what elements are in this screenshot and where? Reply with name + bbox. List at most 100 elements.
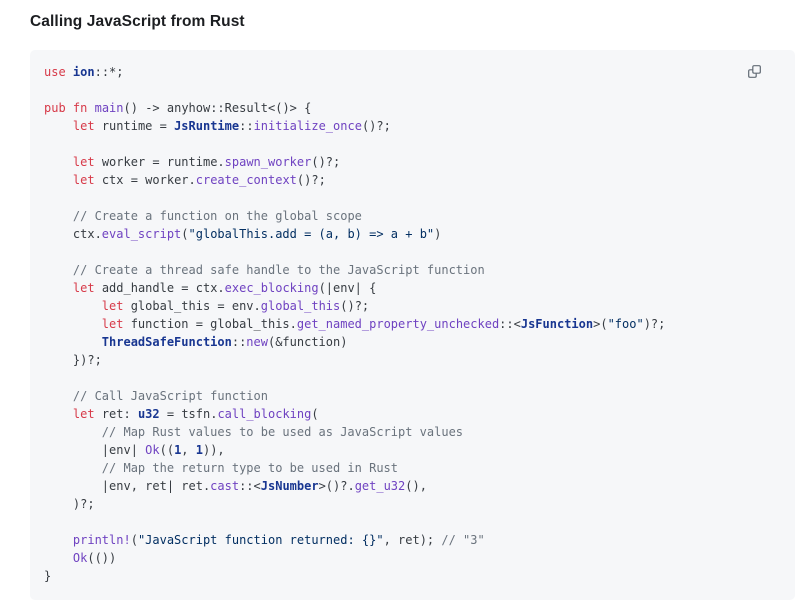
code-token-kw: let: [101, 299, 124, 313]
code-token-fn: Ok: [145, 443, 160, 457]
code-token-pl: )?;: [44, 497, 95, 511]
code-token-pl: [44, 119, 73, 133]
code-token-pl: ()?;: [340, 299, 370, 313]
code-token-pl: [44, 389, 73, 403]
code-token-pl: ::<: [499, 317, 521, 331]
code-token-pl: [44, 263, 73, 277]
code-token-pl: [44, 425, 102, 439]
code-token-ty: u32: [137, 407, 160, 421]
code-token-pl: , ret);: [383, 533, 442, 547]
code-token-kw: let: [72, 407, 95, 421]
code-token-fn: create_context: [195, 173, 297, 187]
code-token-pl: ctx = worker.: [94, 173, 196, 187]
code-token-pl: [44, 533, 73, 547]
code-token-pl: [44, 335, 102, 349]
code-line: [44, 81, 779, 99]
code-token-str: "foo": [607, 317, 644, 331]
code-token-pl: (()): [87, 551, 117, 565]
code-line: pub fn main() -> anyhow::Result<()> {: [44, 99, 779, 117]
code-token-pl: [44, 551, 73, 565]
code-token-pl: ): [434, 227, 442, 241]
copy-code-button[interactable]: [743, 60, 765, 82]
code-token-pl: [87, 101, 94, 115]
code-token-pl: |env|: [44, 443, 146, 457]
code-token-fn: exec_blocking: [224, 281, 319, 295]
code-token-fn: spawn_worker: [224, 155, 312, 169]
code-line: // Map Rust values to be used as JavaScr…: [44, 423, 779, 441]
code-line: |env, ret| ret.cast::<JsNumber>()?.get_u…: [44, 477, 779, 495]
code-token-str: "globalThis.add = (a, b) => a + b": [188, 227, 435, 241]
code-line: // Map the return type to be used in Rus…: [44, 459, 779, 477]
code-token-kw: let: [72, 173, 95, 187]
code-token-pl: (&function): [267, 335, 348, 349]
code-token-pl: [66, 101, 73, 115]
code-token-num: 1: [195, 443, 203, 457]
code-token-pl: [44, 281, 73, 295]
code-token-fn: main: [94, 101, 124, 115]
code-token-kw: use: [44, 65, 66, 79]
code-block: use ion::*; pub fn main() -> anyhow::Res…: [30, 50, 795, 600]
code-line: [44, 369, 779, 387]
code-line: })?;: [44, 351, 779, 369]
page-title: Calling JavaScript from Rust: [30, 13, 245, 30]
code-token-pl: ret:: [94, 407, 138, 421]
code-token-pl: ()?;: [361, 119, 391, 133]
code-token-cm: // Map Rust values to be used as JavaScr…: [101, 425, 464, 439]
code-token-pl: ::<: [239, 479, 261, 493]
code-token-pl: () -> anyhow::Result<()> {: [123, 101, 312, 115]
code-token-pl: ::*;: [94, 65, 124, 79]
code-token-pl: [44, 155, 73, 169]
code-token-pl: (: [311, 407, 319, 421]
code-token-kw: fn: [72, 101, 88, 115]
code-token-pl: function = global_this.: [123, 317, 297, 331]
code-token-fn: get_u32: [354, 479, 406, 493]
code-token-pl: (),: [405, 479, 427, 493]
code-line: let ctx = worker.create_context()?;: [44, 171, 779, 189]
code-token-pl: = tsfn.: [159, 407, 218, 421]
code-token-ty: ThreadSafeFunction: [101, 335, 232, 349]
code-token-kw: let: [72, 119, 95, 133]
code-token-fn: get_named_property_unchecked: [296, 317, 500, 331]
code-token-cm: // Map the return type to be used in Rus…: [101, 461, 399, 475]
code-token-pl: }: [44, 569, 52, 583]
code-token-pl: [44, 461, 102, 475]
code-token-pl: ()?;: [311, 155, 341, 169]
code-line: let function = global_this.get_named_pro…: [44, 315, 779, 333]
code-token-pl: >()?.: [318, 479, 355, 493]
code-token-cm: // Create a function on the global scope: [72, 209, 362, 223]
code-line: )?;: [44, 495, 779, 513]
code-token-num: 1: [174, 443, 182, 457]
code-token-pl: (: [181, 227, 189, 241]
code-line: let worker = runtime.spawn_worker()?;: [44, 153, 779, 171]
code-line: Ok(()): [44, 549, 779, 567]
code-token-pl: worker = runtime.: [94, 155, 225, 169]
code-line: |env| Ok((1, 1)),: [44, 441, 779, 459]
code-line: [44, 243, 779, 261]
code-line: let runtime = JsRuntime::initialize_once…: [44, 117, 779, 135]
code-line: // Call JavaScript function: [44, 387, 779, 405]
code-token-pl: [44, 317, 102, 331]
code-token-pl: add_handle = ctx.: [94, 281, 225, 295]
code-line: ctx.eval_script("globalThis.add = (a, b)…: [44, 225, 779, 243]
code-token-pl: [66, 65, 73, 79]
code-token-kw: pub: [44, 101, 66, 115]
code-token-fn: eval_script: [101, 227, 182, 241]
code-token-kw: let: [72, 155, 95, 169]
code-token-cm: // "3": [441, 533, 485, 547]
code-token-fn: initialize_once: [253, 119, 362, 133]
code-token-pl: )),: [202, 443, 225, 457]
code-line: let ret: u32 = tsfn.call_blocking(: [44, 405, 779, 423]
code-token-pl: runtime =: [94, 119, 175, 133]
code-token-pl: ,: [181, 443, 196, 457]
code-token-pl: ::: [231, 335, 247, 349]
code-token-fn: println!: [72, 533, 131, 547]
code-token-str: "JavaScript function returned: {}": [137, 533, 384, 547]
code-token-pl: global_this = env.: [123, 299, 261, 313]
code-line: [44, 189, 779, 207]
code-line: let global_this = env.global_this()?;: [44, 297, 779, 315]
code-token-pl: ()?;: [296, 173, 326, 187]
code-token-fn: global_this: [260, 299, 341, 313]
code-token-fn: call_blocking: [217, 407, 312, 421]
code-line: use ion::*;: [44, 63, 779, 81]
